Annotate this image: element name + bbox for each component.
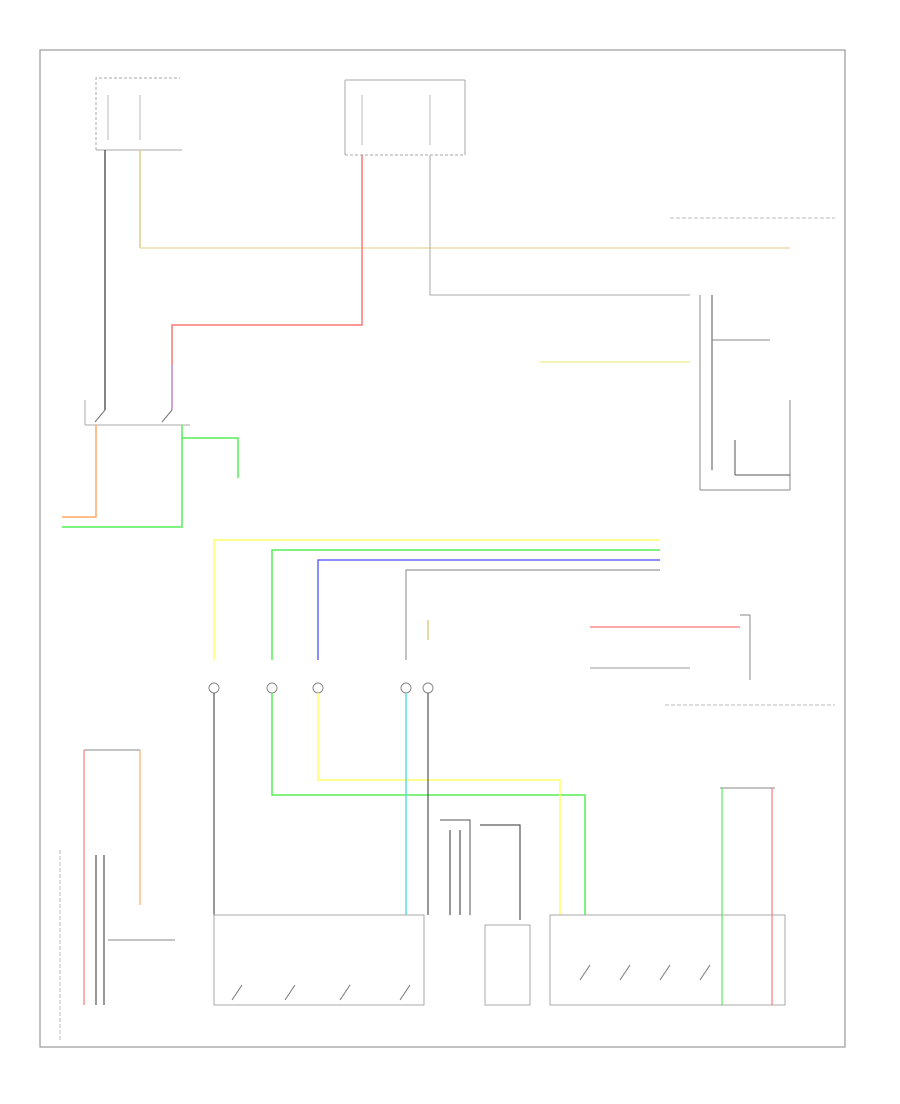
wire-green-left	[62, 425, 183, 528]
wire-yellow-down-3	[317, 693, 561, 915]
outer-frame	[39, 49, 846, 1048]
wire-orange	[62, 425, 97, 518]
splice-1	[208, 682, 220, 694]
brake-switch	[84, 400, 190, 426]
splice-3	[312, 682, 324, 694]
splice-2	[266, 682, 278, 694]
fuse-block-left	[95, 77, 182, 151]
wire-green-down	[182, 437, 239, 478]
splice-4	[400, 682, 412, 694]
cruise-control-combination-switch	[213, 914, 425, 1006]
splice-5	[422, 682, 434, 694]
steering-column-left	[83, 749, 175, 1005]
transmission	[440, 819, 531, 1006]
wire-gray-center	[429, 155, 690, 296]
fuse-block-center	[344, 79, 466, 156]
wire-red	[171, 155, 363, 365]
steering-column-right	[720, 787, 775, 1005]
wire-green-bundle	[271, 549, 660, 660]
wire-yellow-bundle	[213, 539, 660, 660]
wire-gray-bundle	[405, 569, 660, 660]
select-speed-combination-switch	[549, 914, 786, 1006]
module-connector	[740, 614, 751, 680]
wire-blue-bundle	[317, 559, 660, 660]
right-connector-block	[699, 295, 791, 491]
